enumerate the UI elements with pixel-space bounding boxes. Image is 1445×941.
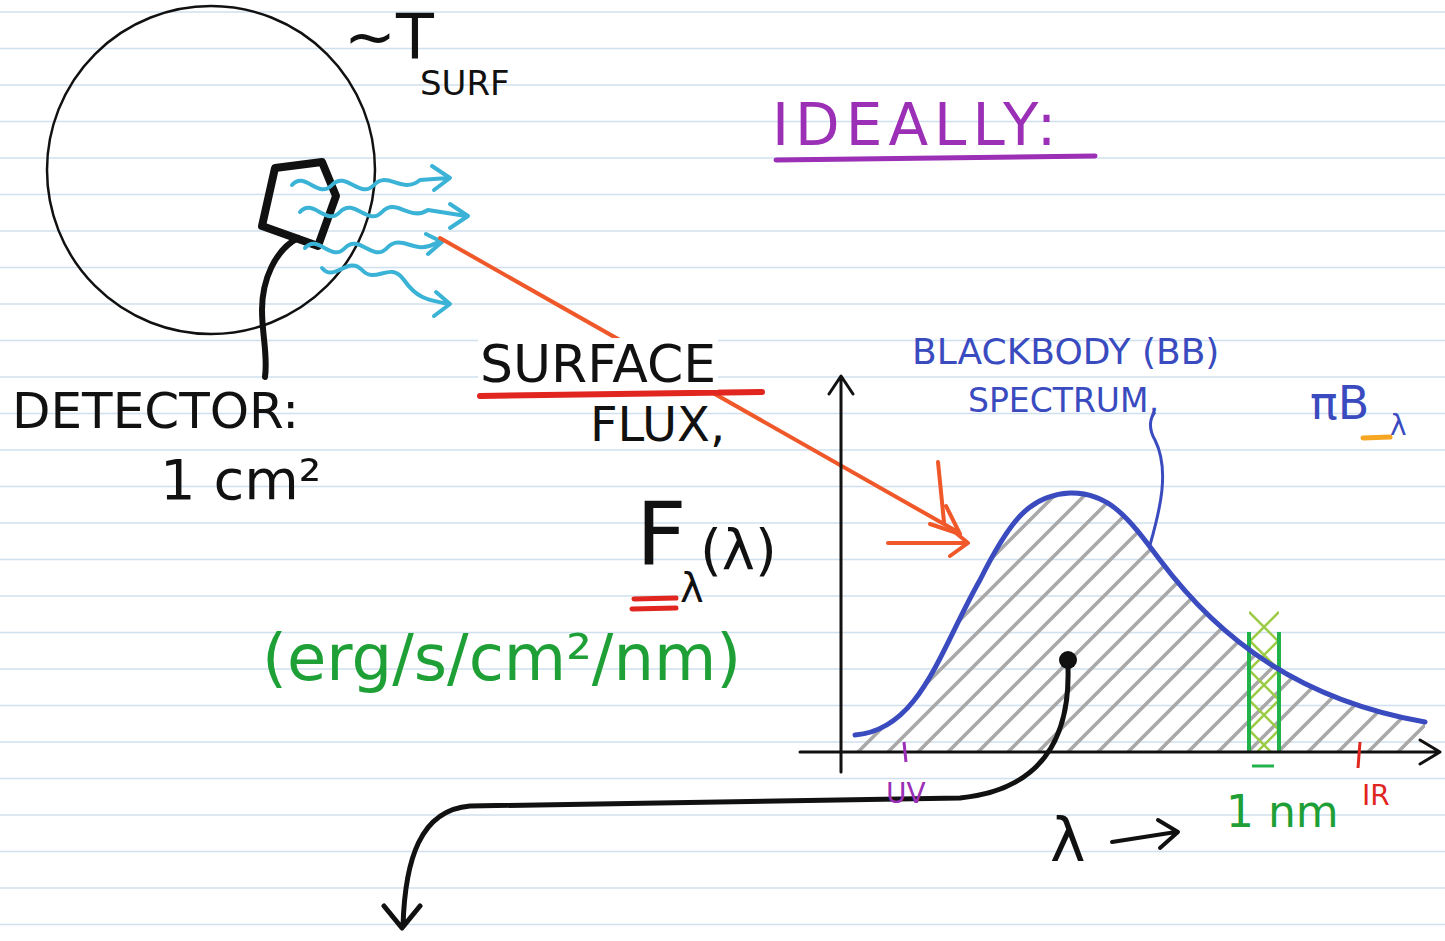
ruled-line <box>0 340 1445 342</box>
star-circle <box>47 6 375 334</box>
hatch-line <box>1330 480 1445 760</box>
blackbody-curve <box>855 493 1425 735</box>
hatch-line <box>1420 480 1445 760</box>
area-hatching <box>700 480 1445 760</box>
hatch-line <box>790 480 1070 760</box>
ruled-line <box>0 121 1445 123</box>
band-hatching <box>1249 612 1279 752</box>
ir-tick <box>1358 742 1360 768</box>
hatch-line <box>1120 480 1400 760</box>
pointer-curve <box>384 668 1068 928</box>
ruled-line <box>0 705 1445 707</box>
curve-label: SPECTRUM, <box>968 384 1159 417</box>
band-underline <box>1252 765 1274 768</box>
ruled-line <box>0 267 1445 269</box>
ruled-line <box>0 194 1445 196</box>
ruled-line <box>0 449 1445 451</box>
ruled-line <box>0 11 1445 13</box>
flux-symbol: F <box>636 490 687 578</box>
title-underline <box>776 156 1095 160</box>
title: IDEALLY: <box>772 96 1062 154</box>
notebook-lines <box>0 12 1445 925</box>
units-label: (erg/s/cm²/nm) <box>262 626 741 690</box>
surface-underline <box>480 392 762 396</box>
b-underline <box>1363 437 1390 438</box>
hatch-line <box>1000 480 1280 760</box>
uv-tick <box>904 742 906 762</box>
hatch-line <box>940 480 1220 760</box>
planck-symbol: πB <box>1310 380 1369 426</box>
ruled-line <box>0 887 1445 889</box>
ruled-line <box>0 157 1445 159</box>
ruled-line <box>0 376 1445 378</box>
ruled-line <box>0 303 1445 305</box>
leader-line <box>262 238 298 377</box>
hatch-line <box>1270 480 1445 760</box>
subscript: λ <box>1390 412 1407 440</box>
pointer-arrow <box>440 238 968 556</box>
ruled-line <box>0 48 1445 50</box>
flux-argument: (λ) <box>700 522 777 578</box>
axis-label: λ <box>1050 810 1086 870</box>
hatch-line <box>1150 480 1430 760</box>
hatch-line <box>880 480 1160 760</box>
hatch-line <box>1030 480 1310 760</box>
ir-label: IR <box>1362 782 1390 810</box>
ruled-line <box>0 778 1445 780</box>
flux-label: FLUX, <box>590 400 725 448</box>
hatch-line <box>1060 480 1340 760</box>
ruled-line <box>0 230 1445 232</box>
detector-label: DETECTOR: <box>12 386 299 436</box>
ruled-line <box>0 84 1445 86</box>
area-label: 1 cm² <box>160 452 321 508</box>
axes <box>800 376 1440 772</box>
band-label: 1 nm <box>1226 790 1339 834</box>
curve-label: BLACKBODY (BB) <box>912 334 1219 370</box>
subscript: SURF <box>420 66 510 100</box>
temperature-label: ~T <box>344 6 434 68</box>
uv-label: UV <box>886 780 926 808</box>
flux-underline <box>632 598 676 609</box>
ruled-line <box>0 595 1445 597</box>
hatch-line <box>910 480 1190 760</box>
surface-label: SURFACE <box>478 338 718 390</box>
ruled-line <box>0 851 1445 853</box>
curve-leader <box>1150 412 1163 545</box>
ruled-line <box>0 924 1445 926</box>
detector-square <box>262 162 336 246</box>
hatch-line <box>850 480 1130 760</box>
lambda-arrow <box>1112 820 1178 848</box>
